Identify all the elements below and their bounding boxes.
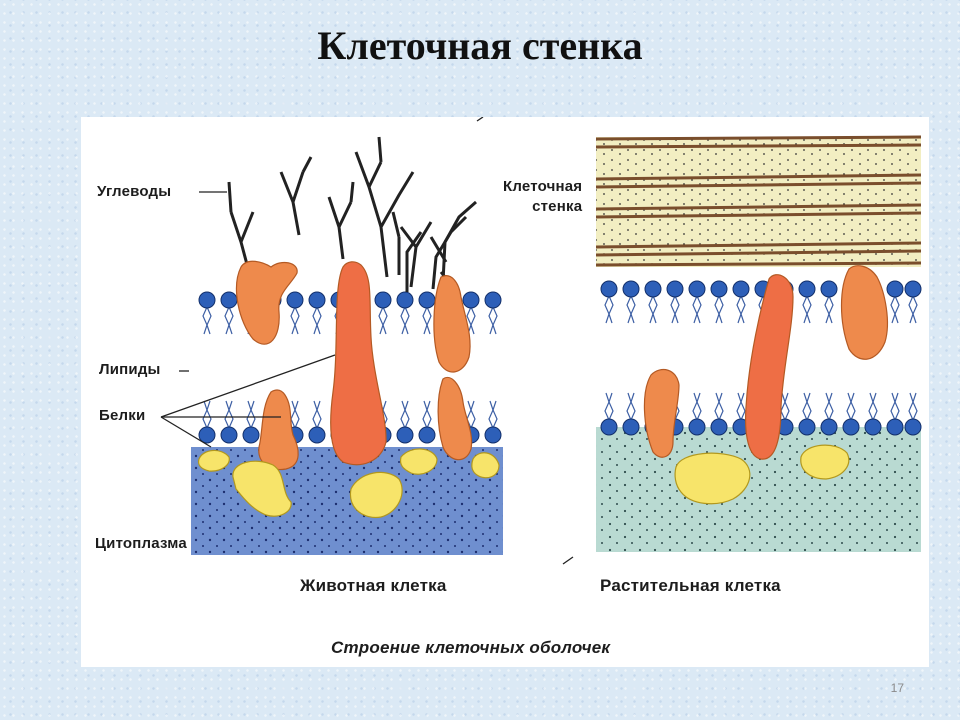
plant-cell-wall: [595, 135, 922, 267]
figure-panel: Углеводы Липиды Белки Цитоплазма Клеточн…: [81, 117, 929, 667]
label-cytoplasm: Цитоплазма: [95, 535, 187, 552]
membrane-diagram: [160, 117, 922, 565]
caption-plant-cell: Растительная клетка: [600, 576, 781, 595]
label-pointer-lines: [160, 117, 574, 565]
plant-cell-membrane: [595, 135, 922, 552]
animal-proteins: [235, 260, 473, 471]
slide-number: 17: [890, 681, 904, 695]
caption-figure-title: Строение клеточных оболочек: [331, 638, 611, 657]
carbohydrate-chains: [227, 136, 477, 292]
label-cell-wall: Клеточная стенка: [503, 177, 582, 217]
plant-proteins: [643, 265, 888, 460]
label-proteins: Белки: [99, 407, 146, 424]
animal-yellow-proteins: [197, 448, 500, 519]
slide-title: Клеточная стенка: [317, 23, 643, 68]
caption-animal-cell: Животная клетка: [300, 576, 447, 595]
label-carbohydrates: Углеводы: [97, 183, 172, 200]
animal-cell-membrane: [191, 136, 503, 555]
label-cell-wall-line2: стенка: [532, 198, 583, 215]
plant-yellow-proteins: [674, 444, 850, 505]
label-lipids: Липиды: [99, 361, 161, 378]
label-cell-wall-line1: Клеточная: [503, 178, 583, 195]
